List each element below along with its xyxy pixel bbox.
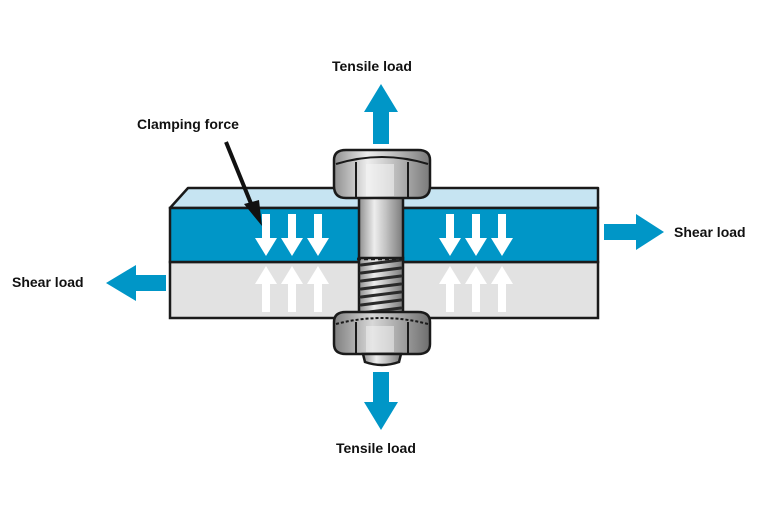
clamping-pointer-line [224,141,254,207]
clamp-arrows-down [255,214,513,256]
clamp-arrows-up [255,266,513,312]
bolt-head [332,148,432,200]
bolt-tip [361,352,403,367]
clamping-pointer-head [244,200,262,226]
tensile-arrow-down [364,372,398,430]
shear-arrow-left [106,265,166,301]
tensile-load-label-top: Tensile load [332,58,412,74]
clamping-force-label: Clamping force [137,116,239,132]
bolt-thread [357,256,405,322]
shear-load-label-left: Shear load [12,274,84,290]
bolt-shank [357,188,405,262]
nut [332,310,432,356]
shear-load-label-right: Shear load [674,224,746,240]
tensile-arrow-up [364,84,398,144]
shear-arrow-right [604,214,664,250]
tensile-load-label-bottom: Tensile load [336,440,416,456]
